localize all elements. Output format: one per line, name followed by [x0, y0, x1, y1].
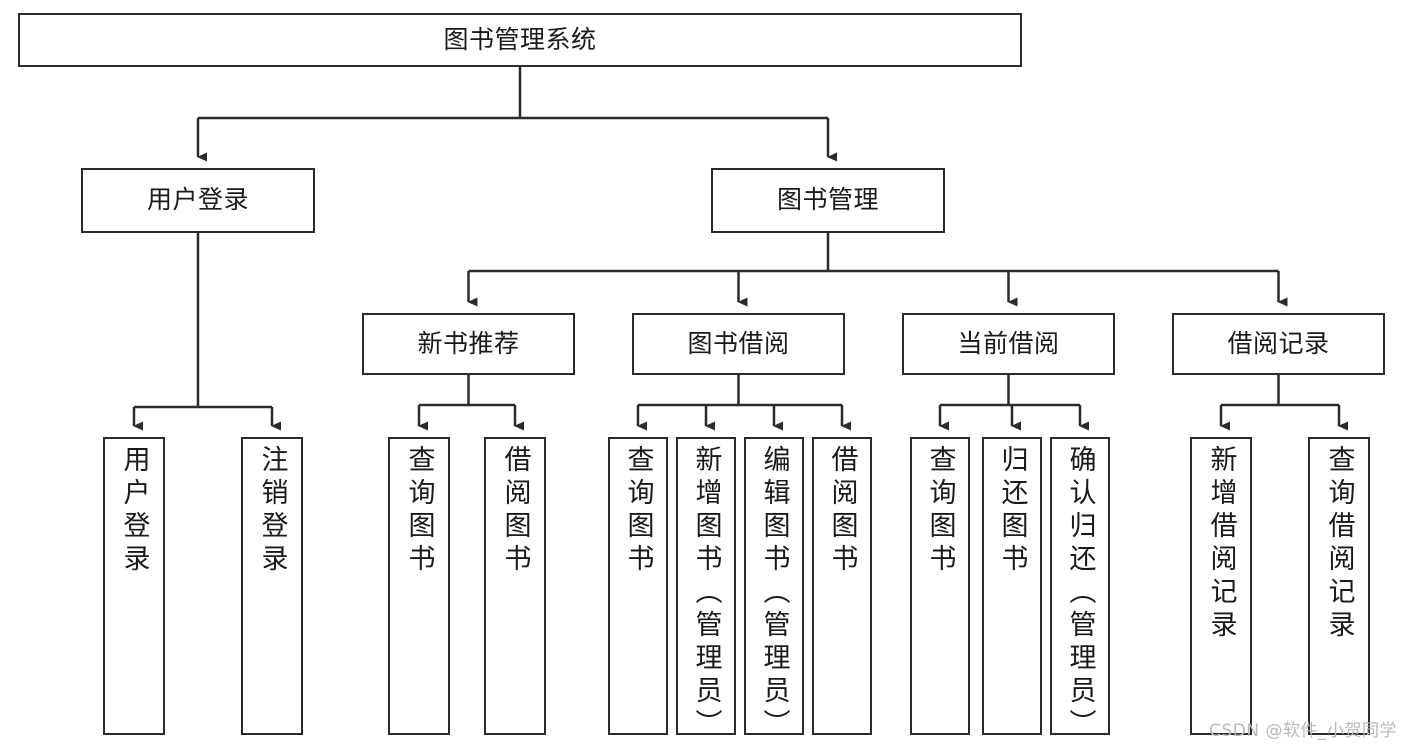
node-current-borrowing[interactable]: 当前借阅 [902, 313, 1115, 375]
leaf-query-books-borrowing[interactable]: 查询图书 [608, 437, 668, 735]
node-label: 当前借阅 [957, 328, 1060, 358]
node-new-book-recommendation[interactable]: 新书推荐 [362, 313, 575, 375]
node-label: 新增图书（管理员） [690, 445, 722, 742]
node-label: 查询图书 [403, 445, 435, 577]
leaf-user-login[interactable]: 用户登录 [103, 437, 165, 735]
node-label: 确认归还（管理员） [1064, 445, 1096, 742]
watermark: CSDN @软件_小贺同学 [1209, 721, 1397, 741]
node-label: 借阅记录 [1227, 328, 1330, 358]
node-label: 图书管理系统 [443, 24, 597, 54]
leaf-add-book-admin[interactable]: 新增图书（管理员） [676, 437, 736, 742]
leaf-return-books[interactable]: 归还图书 [982, 437, 1042, 735]
node-label: 用户登录 [118, 445, 150, 577]
node-label: 借阅图书 [499, 445, 531, 577]
leaf-logout[interactable]: 注销登录 [241, 437, 303, 735]
leaf-edit-book-admin[interactable]: 编辑图书（管理员） [744, 437, 804, 742]
node-root[interactable]: 图书管理系统 [18, 13, 1022, 67]
node-user-login[interactable]: 用户登录 [81, 168, 315, 233]
node-label: 注销登录 [256, 445, 288, 577]
node-label: 图书借阅 [687, 328, 790, 358]
node-label: 图书管理 [776, 185, 879, 215]
leaf-query-books-recommendation[interactable]: 查询图书 [388, 437, 450, 735]
node-label: 借阅图书 [826, 445, 858, 577]
leaf-query-borrow-record[interactable]: 查询借阅记录 [1308, 437, 1370, 735]
node-label: 新增借阅记录 [1205, 445, 1237, 643]
leaf-query-books-current[interactable]: 查询图书 [910, 437, 970, 735]
node-label: 归还图书 [996, 445, 1028, 577]
node-label: 用户登录 [146, 185, 249, 215]
node-book-management[interactable]: 图书管理 [711, 168, 945, 233]
leaf-borrow-books-recommendation[interactable]: 借阅图书 [484, 437, 546, 735]
node-label: 新书推荐 [417, 328, 520, 358]
node-book-borrowing[interactable]: 图书借阅 [632, 313, 845, 375]
leaf-confirm-return-admin[interactable]: 确认归还（管理员） [1050, 437, 1110, 742]
node-borrowing-records[interactable]: 借阅记录 [1172, 313, 1385, 375]
leaf-add-borrow-record[interactable]: 新增借阅记录 [1190, 437, 1252, 735]
node-label: 编辑图书（管理员） [758, 445, 790, 742]
node-label: 查询借阅记录 [1323, 445, 1355, 643]
node-label: 查询图书 [924, 445, 956, 577]
node-label: 查询图书 [622, 445, 654, 577]
leaf-borrow-books[interactable]: 借阅图书 [812, 437, 872, 735]
